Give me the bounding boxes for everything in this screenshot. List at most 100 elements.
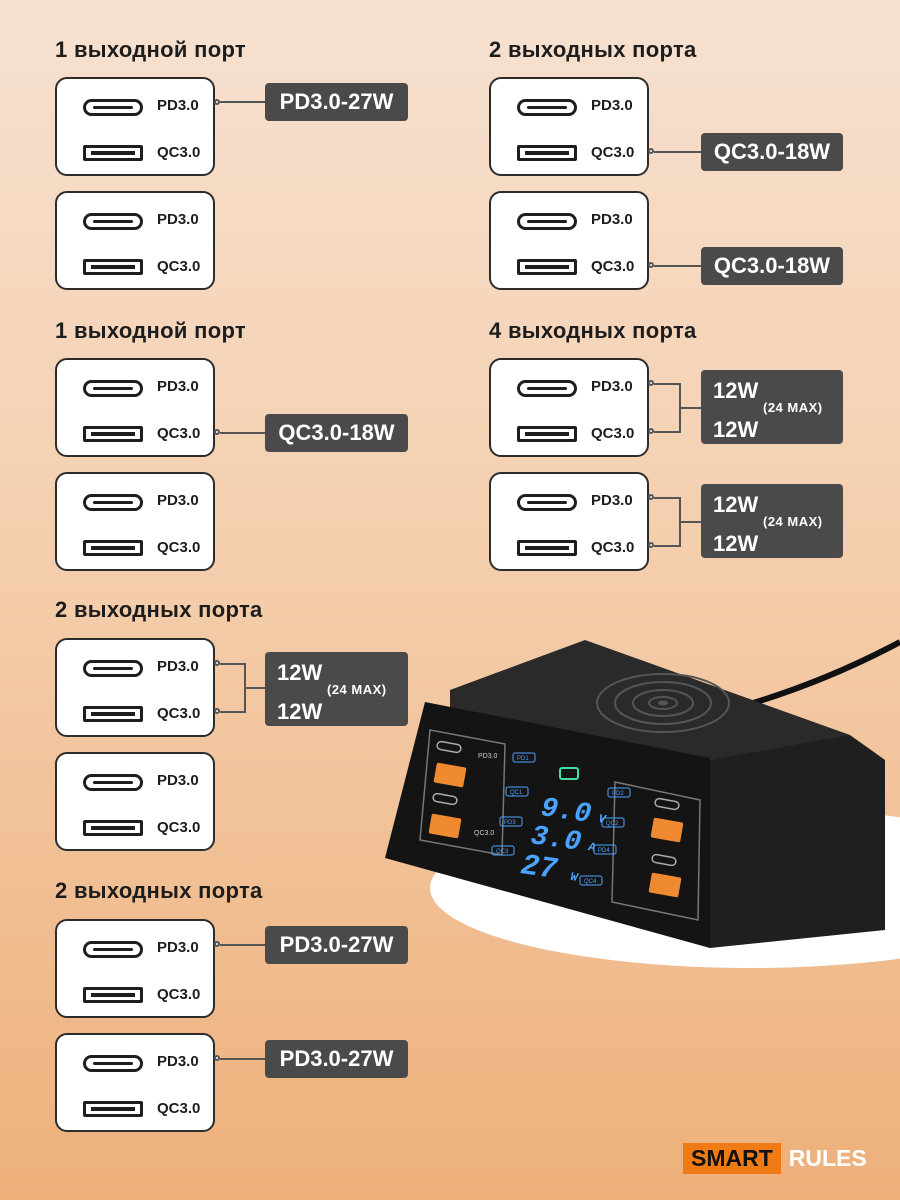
- connector-line: [220, 663, 245, 665]
- qc-label: QC3.0: [157, 539, 201, 556]
- qc-label: QC3.0: [157, 1100, 201, 1117]
- power-badge: PD3.0-27W: [265, 1040, 408, 1078]
- usb-c-port-icon: [83, 774, 143, 791]
- port-card: PD3.0 QC3.0: [55, 752, 215, 851]
- panel-pd-label: PD3.0: [478, 753, 498, 760]
- status-indicator: [559, 767, 579, 780]
- port-card: PD3.0 QC3.0: [55, 919, 215, 1018]
- section-title: 2 выходных порта: [55, 597, 263, 622]
- port-power: 12W: [713, 378, 759, 403]
- port-tag: QC2: [606, 821, 619, 827]
- connector-dot: [648, 542, 654, 548]
- connector-line: [654, 383, 680, 385]
- pd-label: PD3.0: [157, 1053, 199, 1070]
- brand-smart: SMART: [683, 1143, 781, 1174]
- connector-line: [220, 432, 265, 434]
- usb-c-port-icon: [517, 213, 577, 230]
- qc-label: QC3.0: [157, 425, 201, 442]
- port-tag: PD4: [598, 848, 610, 854]
- qc-label: QC3.0: [157, 986, 201, 1003]
- pd-label: PD3.0: [591, 97, 633, 114]
- device-front: [385, 702, 710, 948]
- usb-c-port-icon: [517, 494, 577, 511]
- qc-label: QC3.0: [157, 258, 201, 275]
- usb-a-port-icon: [83, 987, 143, 1003]
- max-power: (24 MAX): [763, 514, 823, 529]
- connector-dot: [648, 262, 654, 268]
- connector-dot: [214, 708, 220, 714]
- usb-a-port-icon: [517, 259, 577, 275]
- power-badge: QC3.0-18W: [701, 133, 843, 171]
- usb-c-port-icon: [83, 941, 143, 958]
- section-title: 1 выходной порт: [55, 318, 246, 343]
- connector-line: [654, 431, 680, 433]
- pd-label: PD3.0: [157, 492, 199, 509]
- connector-line: [220, 711, 245, 713]
- current-readout: 3.0: [529, 821, 583, 859]
- usb-a-port-icon: [83, 820, 143, 836]
- max-power: (24 MAX): [763, 400, 823, 415]
- port-power: 12W: [713, 492, 759, 517]
- connector-line: [220, 1058, 265, 1060]
- qc-label: QC3.0: [157, 819, 201, 836]
- qc-label: QC3.0: [157, 705, 201, 722]
- usb-c-port-icon: [517, 380, 577, 397]
- port-power: 12W: [713, 417, 759, 442]
- usb-a-port-icon: [517, 426, 577, 442]
- qc-label: QC3.0: [591, 425, 635, 442]
- connector-line: [220, 944, 265, 946]
- port-tag: QC4: [584, 879, 597, 885]
- power-badge: PD3.0-27W: [265, 926, 408, 964]
- port-tag: QC1: [510, 790, 523, 796]
- connector-line: [654, 545, 680, 547]
- port-tag: PD3: [504, 820, 516, 826]
- usb-a-port-icon: [83, 259, 143, 275]
- port-tag: QC3: [496, 849, 509, 855]
- power-badge: 12W (24 MAX) 12W: [701, 484, 843, 558]
- port-card: PD3.0 QC3.0: [489, 358, 649, 457]
- pd-label: PD3.0: [157, 658, 199, 675]
- power-badge: QC3.0-18W: [265, 414, 408, 452]
- current-unit: A: [586, 840, 596, 855]
- port-card: PD3.0 QC3.0: [55, 77, 215, 176]
- pd-label: PD3.0: [591, 492, 633, 509]
- section-title: 4 выходных порта: [489, 318, 697, 343]
- usb-a-port-icon: [83, 706, 143, 722]
- pd-label: PD3.0: [157, 772, 199, 789]
- pd-label: PD3.0: [157, 939, 199, 956]
- connector-dot: [214, 429, 220, 435]
- usb-c-port-icon: [654, 797, 680, 811]
- port-tag: PD2: [612, 791, 624, 797]
- brand-logo: SMART RULES: [683, 1143, 875, 1174]
- usb-c-port-icon: [83, 380, 143, 397]
- pd-label: PD3.0: [591, 211, 633, 228]
- section-title: 2 выходных порта: [489, 37, 697, 62]
- connector-dot: [214, 1055, 220, 1061]
- connector-dot: [648, 380, 654, 386]
- usb-a-port-icon: [83, 1101, 143, 1117]
- port-card: PD3.0 QC3.0: [489, 77, 649, 176]
- port-power: 12W: [713, 531, 759, 556]
- connector-dot: [648, 428, 654, 434]
- voltage-readout: 9.0: [539, 793, 593, 831]
- usb-c-port-icon: [83, 213, 143, 230]
- connector-dot: [214, 660, 220, 666]
- connector-dot: [648, 494, 654, 500]
- qc-label: QC3.0: [591, 539, 635, 556]
- usb-a-port-icon: [83, 540, 143, 556]
- section-title: 2 выходных порта: [55, 878, 263, 903]
- port-panel-right: [611, 781, 701, 921]
- port-tag: PD1: [517, 756, 529, 762]
- power-readout: 27: [519, 849, 560, 888]
- pd-label: PD3.0: [157, 211, 199, 228]
- connector-line: [220, 101, 265, 103]
- usb-c-port-icon: [83, 99, 143, 116]
- usb-c-port-icon: [83, 494, 143, 511]
- pd-label: PD3.0: [591, 378, 633, 395]
- power-badge: 12W (24 MAX) 12W: [701, 370, 843, 444]
- usb-a-port-icon: [83, 426, 143, 442]
- brand-rules: RULES: [788, 1145, 867, 1171]
- connector-dot: [214, 941, 220, 947]
- port-card: PD3.0 QC3.0: [489, 191, 649, 290]
- panel-qc-label: QC3.0: [474, 830, 494, 837]
